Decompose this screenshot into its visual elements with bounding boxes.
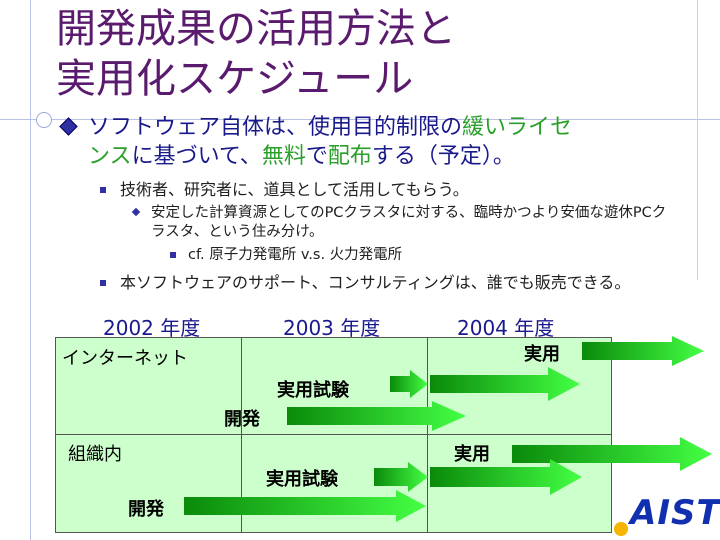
year-2003: 2003 年度 [283, 316, 381, 340]
slide-title: 開発成果の活用方法と 実用化スケジュール [56, 4, 456, 104]
label-org-deploy: 実用 [454, 444, 490, 465]
sub-bullet-1-1-1: cf. 原子力発電所 v.s. 火力発電所 [170, 246, 402, 265]
main-text-g: 配布 [327, 144, 372, 169]
sub-bullet-1-text: 技術者、研究者に、道具として活用してもらう。 [120, 180, 469, 199]
aist-logo: AIST [630, 493, 720, 533]
year-2004: 2004 年度 [457, 316, 555, 340]
square-bullet-icon [100, 280, 106, 286]
decor-circle [36, 112, 52, 128]
label-internet-deploy: 実用 [524, 344, 560, 365]
title-line-2: 実用化スケジュール [56, 56, 414, 102]
label-org-dev: 開発 [128, 499, 164, 520]
sub-bullet-2-text: 本ソフトウェアのサポート、コンサルティングは、誰でも販売できる。 [120, 273, 631, 292]
decor-right-line [697, 0, 698, 280]
square-small-bullet-icon [170, 252, 176, 258]
decor-horizontal-line [0, 119, 720, 120]
arrow-internet-deploy [582, 336, 704, 366]
square-bullet-icon [100, 187, 106, 193]
main-bullet-text: ソフトウェア自体は、使用目的制限の緩いライセンスに基づいて、無料で配布する（予定… [62, 113, 682, 171]
label-internet-dev: 開発 [224, 409, 260, 430]
grid-divider [56, 434, 611, 435]
logo-dot-icon [614, 522, 628, 536]
arrow-internet-dev [287, 401, 466, 431]
label-internet-trial: 実用試験 [277, 380, 349, 401]
main-bullet: ソフトウェア自体は、使用目的制限の緩いライセンスに基づいて、無料で配布する（予定… [59, 113, 682, 171]
arrow-org-trial-b [430, 459, 582, 495]
main-text-e: 無料 [261, 144, 306, 169]
arrow-org-deploy [512, 437, 712, 471]
main-text-a: ソフトウェア自体は、使用目的制限の [88, 115, 463, 140]
arrow-org-trial-a [374, 462, 428, 492]
arrow-internet-trial-b [430, 367, 580, 401]
title-line-1: 開発成果の活用方法と [56, 6, 456, 52]
sub-bullet-1-1-1-text: cf. 原子力発電所 v.s. 火力発電所 [188, 247, 403, 263]
grid-divider [427, 338, 428, 532]
arrow-internet-trial-a [390, 370, 428, 398]
sub-bullet-1-1-text: 安定した計算資源としてのPCクラスタに対する、臨時かつより安価な遊休PCクラスタ… [151, 205, 667, 240]
sub-bullet-1: 技術者、研究者に、道具として活用してもらう。 [100, 180, 690, 200]
year-2002: 2002 年度 [103, 316, 201, 340]
row-label-org: 組織内 [68, 444, 122, 465]
sub-bullet-2: 本ソフトウェアのサポート、コンサルティングは、誰でも販売できる。 [100, 273, 690, 293]
decor-vertical-line [30, 0, 31, 540]
arrow-org-dev [184, 490, 426, 522]
sub-bullet-1-1: 安定した計算資源としてのPCクラスタに対する、臨時かつより安価な遊休PCクラスタ… [131, 204, 673, 242]
row-label-internet: インターネット [62, 348, 188, 369]
main-text-c: ンス [88, 144, 132, 169]
label-org-trial: 実用試験 [266, 469, 338, 490]
main-text-f: で [305, 144, 328, 169]
main-text-d: に基づいて、 [131, 144, 262, 169]
main-text-b: 緩いライセ [462, 115, 573, 140]
grid-divider [241, 338, 242, 532]
main-text-h: する（予定）。 [371, 144, 515, 169]
